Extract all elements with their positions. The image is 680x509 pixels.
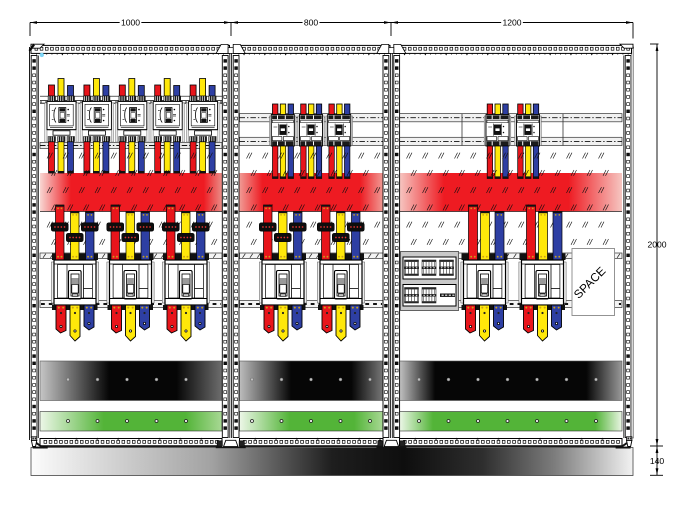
- svg-text:1200: 1200: [502, 18, 521, 28]
- svg-text:2000: 2000: [647, 239, 666, 249]
- svg-text:140: 140: [650, 456, 665, 466]
- svg-text:800: 800: [304, 18, 319, 28]
- svg-text:1000: 1000: [121, 18, 140, 28]
